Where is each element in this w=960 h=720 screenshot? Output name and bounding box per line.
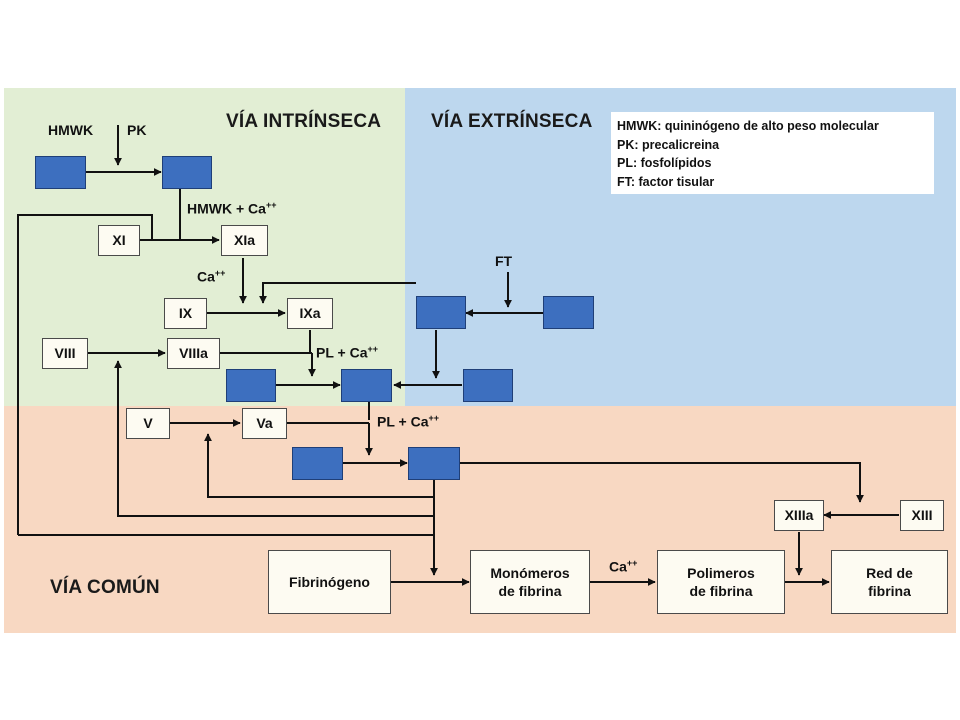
factor-ixa: IXa bbox=[287, 298, 333, 329]
label-superscript: ++ bbox=[214, 268, 226, 278]
legend-item: PK: precalicreina bbox=[617, 137, 720, 152]
blank-factor-box bbox=[341, 369, 392, 402]
factor-viii: VIII bbox=[42, 338, 88, 369]
factor-va: Va bbox=[242, 408, 287, 439]
label-superscript: ++ bbox=[626, 558, 638, 568]
blank-factor-box bbox=[543, 296, 594, 329]
factor-xia: XIa bbox=[221, 225, 268, 256]
legend-item: HMWK: quininógeno de alto peso molecular bbox=[617, 119, 879, 133]
blank-factor-box bbox=[226, 369, 276, 402]
factor-v: V bbox=[126, 408, 170, 439]
blank-factor-box bbox=[292, 447, 343, 480]
legend: HMWK: quininógeno de alto peso molecular… bbox=[611, 112, 934, 194]
product-polimeros: Polimeros de fibrina bbox=[657, 550, 785, 614]
extrinsic-title: VÍA EXTRÍNSECA bbox=[431, 111, 593, 132]
blank-factor-box bbox=[408, 447, 460, 480]
blank-factor-box bbox=[35, 156, 86, 189]
label-hmwk-ca-text: HMWK + Ca bbox=[187, 200, 266, 217]
blank-factor-box bbox=[162, 156, 212, 189]
common-title: VÍA COMÚN bbox=[50, 577, 160, 598]
factor-xiii: XIII bbox=[900, 500, 944, 531]
label-pk: PK bbox=[127, 122, 147, 138]
label-ca-1-text: Ca bbox=[197, 268, 215, 285]
factor-viiia: VIIIa bbox=[167, 338, 220, 369]
arrow-thrombin-to-xi bbox=[17, 214, 153, 535]
label-pl-ca-2-text: PL + Ca bbox=[377, 413, 429, 430]
label-superscript: ++ bbox=[367, 344, 379, 354]
product-fibrinogeno: Fibrinógeno bbox=[268, 550, 391, 614]
intrinsic-title: VÍA INTRÍNSECA bbox=[226, 111, 382, 132]
label-ca-2-text: Ca bbox=[609, 558, 627, 575]
label-superscript: ++ bbox=[265, 200, 277, 210]
arrow-thrombin-to-viiia bbox=[114, 360, 434, 517]
label-ft: FT bbox=[495, 253, 513, 269]
factor-ix: IX bbox=[164, 298, 207, 329]
product-monomeros: Monómeros de fibrina bbox=[470, 550, 590, 614]
factor-xiiia: XIIIa bbox=[774, 500, 824, 531]
product-red: Red de fibrina bbox=[831, 550, 948, 614]
legend-item: FT: factor tisular bbox=[617, 174, 715, 189]
blank-factor-box bbox=[463, 369, 513, 402]
arrow-thrombin-to-xiiia bbox=[460, 462, 864, 503]
arrow-thrombin-to-va bbox=[204, 433, 434, 498]
label-ca-1: Ca++ bbox=[197, 268, 225, 285]
label-hmwk: HMWK bbox=[48, 122, 94, 138]
label-ca-2: Ca++ bbox=[609, 558, 637, 575]
legend-item: PL: fosfolípidos bbox=[617, 156, 712, 170]
arrow-extrinsic-to-ix bbox=[259, 282, 416, 304]
blank-factor-box bbox=[416, 296, 466, 329]
label-hmwk-ca: HMWK + Ca++ bbox=[187, 200, 276, 217]
factor-xi: XI bbox=[98, 225, 140, 256]
label-pl-ca-2: PL + Ca++ bbox=[377, 413, 439, 430]
label-superscript: ++ bbox=[428, 413, 440, 423]
label-pl-ca-1-text: PL + Ca bbox=[316, 344, 368, 361]
label-pl-ca-1: PL + Ca++ bbox=[316, 344, 378, 361]
